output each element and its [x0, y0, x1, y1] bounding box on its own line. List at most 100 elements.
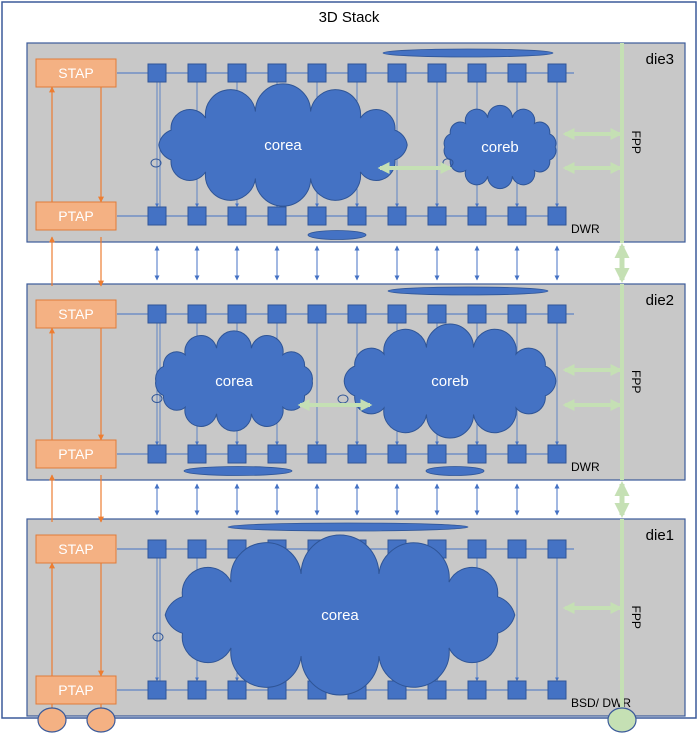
wrapper-cell — [387, 63, 407, 83]
stap-box — [35, 534, 117, 564]
die-label: die2 — [646, 292, 674, 309]
fpp-pad — [607, 707, 637, 733]
wrapper-cell — [187, 206, 207, 226]
wrapper-cell — [227, 304, 247, 324]
stap-label: STAP — [58, 65, 94, 81]
wrapper-cell — [307, 444, 327, 464]
ptap-box — [35, 675, 117, 705]
core-corea — [164, 534, 516, 696]
ptap-box — [35, 439, 117, 469]
core-tail — [150, 158, 162, 168]
wrapper-cell — [147, 539, 167, 559]
wrapper-cell — [187, 680, 207, 700]
core-label: corea — [264, 137, 302, 154]
wrapper-cell — [507, 680, 527, 700]
wrapper-cell — [547, 539, 567, 559]
die-label: die3 — [646, 51, 674, 68]
wrapper-cell — [227, 680, 247, 700]
core-tail — [152, 632, 164, 642]
wrapper-label: BSD/ DWR — [571, 696, 631, 710]
wrapper-cell — [347, 444, 367, 464]
wrapper-cell — [467, 304, 487, 324]
core-coreb — [343, 323, 557, 439]
wrapper-cell — [187, 444, 207, 464]
ptap-label: PTAP — [58, 208, 94, 224]
wrapper-cell — [467, 444, 487, 464]
wrapper-cell — [307, 63, 327, 83]
wrapper-cell — [347, 63, 367, 83]
wrapper-cell — [427, 444, 447, 464]
wrapper-cell — [187, 304, 207, 324]
wrapper-segment — [227, 522, 469, 532]
wrapper-cell — [467, 680, 487, 700]
wrapper-cell — [547, 304, 567, 324]
wrapper-label: DWR — [571, 460, 600, 474]
fpp-label: FPP — [629, 131, 643, 154]
stack-title: 3D Stack — [319, 9, 380, 26]
wrapper-cell — [547, 680, 567, 700]
wrapper-cell — [147, 680, 167, 700]
wrapper-cell — [187, 539, 207, 559]
wrapper-cell — [267, 304, 287, 324]
wrapper-cell — [547, 63, 567, 83]
wrapper-cell — [387, 304, 407, 324]
wrapper-cell — [507, 63, 527, 83]
wrapper-cell — [387, 206, 407, 226]
wrapper-cell — [347, 304, 367, 324]
stap-box — [35, 299, 117, 329]
core-coreb — [443, 104, 557, 190]
wrapper-segment — [183, 466, 293, 476]
core-label: corea — [215, 373, 253, 390]
wrapper-cell — [427, 304, 447, 324]
ptap-label: PTAP — [58, 446, 94, 462]
wrapper-cell — [267, 444, 287, 464]
ptap-box — [35, 201, 117, 231]
tap-pad-2 — [86, 707, 116, 733]
wrapper-segment — [387, 286, 549, 296]
die-label: die1 — [646, 527, 674, 544]
wrapper-cell — [267, 206, 287, 226]
wrapper-cell — [507, 444, 527, 464]
wrapper-cell — [267, 63, 287, 83]
wrapper-cell — [227, 206, 247, 226]
wrapper-cell — [467, 63, 487, 83]
wrapper-cell — [427, 206, 447, 226]
wrapper-cell — [147, 304, 167, 324]
wrapper-cell — [307, 206, 327, 226]
wrapper-cell — [147, 206, 167, 226]
stap-label: STAP — [58, 306, 94, 322]
wrapper-cell — [507, 539, 527, 559]
wrapper-cell — [307, 304, 327, 324]
fpp-label: FPP — [629, 370, 643, 393]
wrapper-cell — [547, 206, 567, 226]
core-tail — [151, 394, 163, 404]
wrapper-cell — [427, 680, 447, 700]
wrapper-segment — [425, 466, 485, 476]
wrapper-cell — [507, 206, 527, 226]
wrapper-cell — [347, 206, 367, 226]
core-label: coreb — [431, 373, 469, 390]
wrapper-cell — [467, 206, 487, 226]
core-corea — [158, 83, 408, 207]
core-label: corea — [321, 607, 359, 624]
wrapper-cell — [227, 444, 247, 464]
core-corea — [155, 330, 313, 432]
wrapper-cell — [427, 63, 447, 83]
wrapper-cell — [547, 444, 567, 464]
wrapper-label: DWR — [571, 222, 600, 236]
wrapper-cell — [147, 63, 167, 83]
core-label: coreb — [481, 139, 519, 156]
wrapper-segment — [382, 48, 554, 58]
tap-pad-1 — [37, 707, 67, 733]
fpp-label: FPP — [629, 606, 643, 629]
ptap-label: PTAP — [58, 682, 94, 698]
wrapper-cell — [227, 63, 247, 83]
wrapper-cell — [467, 539, 487, 559]
wrapper-cell — [507, 304, 527, 324]
stap-box — [35, 58, 117, 88]
stap-label: STAP — [58, 541, 94, 557]
wrapper-cell — [187, 63, 207, 83]
